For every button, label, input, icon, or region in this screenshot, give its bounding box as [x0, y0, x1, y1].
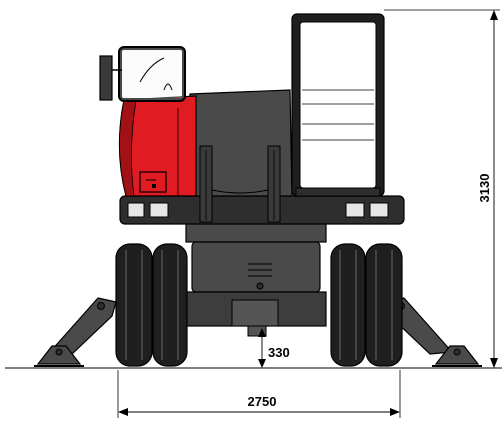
left-outrigger — [34, 297, 117, 367]
height-dimension: 3130 — [384, 9, 500, 368]
track-width-dimension: 2750 — [117, 370, 401, 418]
operator-cab — [99, 46, 186, 102]
service-hatch — [139, 171, 167, 193]
overall-height-label: 3130 — [477, 174, 492, 203]
superstructure — [185, 89, 293, 223]
left-headlight-2 — [149, 202, 169, 218]
track-width-label: 2750 — [248, 394, 277, 409]
right-headlight-2 — [369, 202, 389, 218]
right-inner-wheel — [330, 243, 366, 367]
left-outer-wheel — [115, 243, 153, 367]
undercarriage — [185, 219, 327, 337]
ground-clearance-dimension: 330 — [258, 328, 290, 368]
cab-mirror — [99, 55, 113, 101]
right-outer-wheel — [365, 243, 403, 367]
red-engine-housing — [118, 95, 197, 197]
right-headlight — [345, 202, 365, 218]
left-headlight — [127, 202, 145, 218]
front-bumper — [119, 195, 405, 225]
elevated-cab-frame — [291, 13, 385, 197]
left-inner-wheel — [152, 243, 188, 367]
ground-clearance-label: 330 — [268, 345, 290, 360]
